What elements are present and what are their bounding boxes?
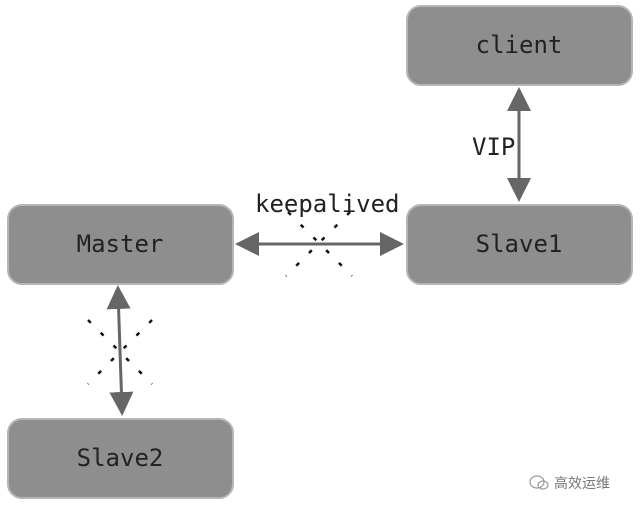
node-master: Master [7,204,234,285]
node-client: client [406,5,633,86]
watermark-text: 高效运维 [554,476,610,492]
arrow-master-slave2 [106,285,134,416]
node-client-label: client [476,31,563,59]
node-slave2: Slave2 [7,418,234,499]
node-slave1-label: Slave1 [476,230,563,258]
node-slave2-label: Slave2 [77,444,164,472]
broken-link-cross-icon [285,211,353,277]
edge-label-keepalived: keepalived [255,190,400,218]
edge-label-vip: VIP [472,133,515,161]
node-master-label: Master [77,230,164,258]
node-slave1: Slave1 [406,204,633,285]
wechat-icon [529,475,549,490]
broken-link-cross-icon [87,319,153,385]
watermark: 高效运维 [528,473,610,493]
